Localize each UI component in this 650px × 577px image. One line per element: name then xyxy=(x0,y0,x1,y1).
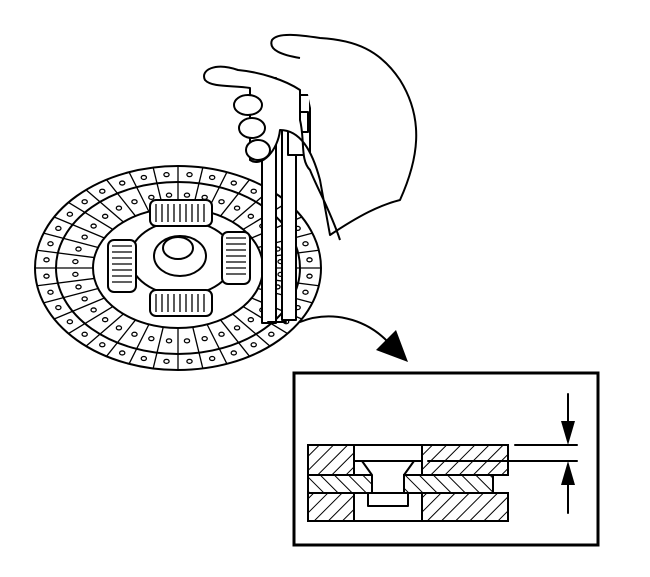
rivet xyxy=(218,331,225,337)
rivet xyxy=(230,350,238,356)
rivet xyxy=(90,223,97,229)
segment-groove xyxy=(128,171,150,212)
rivet xyxy=(306,273,313,279)
segment-groove xyxy=(37,277,95,287)
hand xyxy=(203,33,418,241)
segment-groove xyxy=(105,179,137,217)
rivet xyxy=(302,289,309,295)
rivet xyxy=(230,180,238,186)
rivet xyxy=(115,325,123,331)
rivet xyxy=(131,199,138,205)
rivet xyxy=(72,258,79,265)
rivet xyxy=(208,355,216,362)
rivet xyxy=(131,331,138,337)
rivet xyxy=(165,192,173,198)
rivet xyxy=(72,271,79,278)
segment-groove xyxy=(53,216,105,239)
segment-groove xyxy=(43,232,99,249)
segment-groove xyxy=(206,324,228,365)
rivet xyxy=(101,213,109,219)
rivet xyxy=(90,307,97,313)
rivet xyxy=(43,257,50,263)
rivet xyxy=(81,296,88,302)
segment-groove xyxy=(192,326,204,369)
rivet xyxy=(233,325,241,331)
rivet xyxy=(118,180,126,186)
rivet xyxy=(250,342,257,348)
segment-groove xyxy=(232,313,271,347)
segment-groove xyxy=(37,249,95,259)
rivet xyxy=(183,192,191,198)
segment-groove xyxy=(219,319,251,357)
curved-arrow-icon xyxy=(299,315,408,362)
rivet xyxy=(140,355,148,362)
rivet xyxy=(218,199,225,205)
rivet xyxy=(101,317,109,323)
rivet xyxy=(75,246,82,252)
rivet xyxy=(47,241,54,247)
rivet xyxy=(118,350,126,356)
rivet xyxy=(66,211,74,217)
rivet xyxy=(208,174,216,181)
rivet xyxy=(81,199,88,205)
friction-segments xyxy=(35,166,321,370)
rivet xyxy=(81,331,88,337)
rivet xyxy=(268,331,275,337)
rivet xyxy=(163,171,170,178)
rivet xyxy=(148,335,155,342)
rivet xyxy=(99,342,106,348)
segment-groove xyxy=(219,179,251,217)
segment-groove xyxy=(85,313,124,347)
rivet xyxy=(99,188,106,194)
rivet xyxy=(55,225,62,232)
rivet xyxy=(165,338,173,344)
clutch-disc xyxy=(34,165,322,371)
rivet xyxy=(140,174,148,181)
rivet xyxy=(55,304,62,311)
rivet xyxy=(183,338,191,344)
rivet xyxy=(115,205,123,211)
segment-groove xyxy=(43,287,99,304)
detail-inset xyxy=(292,371,600,547)
rivet xyxy=(163,358,170,365)
rivet xyxy=(148,194,155,201)
rivet xyxy=(66,319,74,325)
rivet xyxy=(186,171,193,178)
segment-groove xyxy=(105,319,137,357)
segment-groove xyxy=(68,201,114,230)
rivet xyxy=(247,317,255,323)
rivet xyxy=(75,284,82,290)
rivet xyxy=(302,241,309,247)
rivet xyxy=(250,188,257,194)
dimension-arrows-icon xyxy=(427,393,578,514)
damper-springs xyxy=(107,199,251,317)
rivet xyxy=(43,273,50,279)
segment-groove xyxy=(53,297,105,320)
segment-groove xyxy=(128,324,150,365)
rivet xyxy=(233,205,241,211)
rivet xyxy=(201,335,208,342)
rivet xyxy=(306,257,313,263)
rivet xyxy=(186,358,193,365)
rivet xyxy=(47,289,54,295)
segment-groove xyxy=(85,189,124,223)
rivet xyxy=(247,213,255,219)
rivet xyxy=(81,234,88,240)
segment-groove xyxy=(152,326,164,369)
segment-groove xyxy=(68,306,114,335)
